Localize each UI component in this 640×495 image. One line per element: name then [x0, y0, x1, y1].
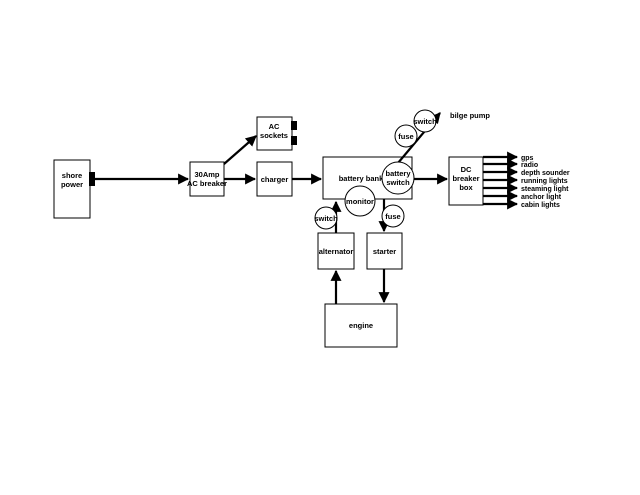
- alternator-box: alternator: [317, 232, 355, 270]
- dc-circuit-anchor-light: anchor light: [521, 194, 562, 201]
- ac-breaker-box: 30Amp AC breaker: [187, 161, 227, 197]
- ac-sockets-label-1: AC: [269, 122, 280, 131]
- dc-circuit-radio: radio: [521, 162, 538, 169]
- dc-breaker-label-2: breaker: [452, 174, 479, 183]
- ac-breaker-label-1: 30Amp: [194, 170, 219, 179]
- ac-sockets-box: AC sockets: [256, 116, 297, 151]
- dc-output-wires: [483, 151, 519, 210]
- monitor-circle: monitor: [344, 185, 376, 217]
- dc-breaker-label-3: box: [459, 183, 473, 192]
- starter-box: starter: [366, 232, 403, 270]
- bilge-pump-label: bilge pump: [450, 111, 490, 120]
- fuse-top-label: fuse: [398, 132, 413, 141]
- ac-breaker-label-2: AC breaker: [187, 179, 227, 188]
- dc-circuit-depth-sounder: depth sounder: [521, 170, 570, 177]
- charger-box: charger: [256, 161, 293, 197]
- shore-power-label-1: shore: [62, 171, 82, 180]
- dc-circuit-cabin-lights: cabin lights: [521, 202, 560, 209]
- battery-switch-label-2: switch: [386, 178, 410, 187]
- alternator-label: alternator: [319, 247, 354, 256]
- switch-alternator-label: switch: [314, 214, 338, 223]
- shore-power-box: shore power: [53, 159, 95, 219]
- fuse-top-circle: fuse: [394, 124, 418, 148]
- monitor-label: monitor: [346, 197, 374, 206]
- ac-sockets-label-2: sockets: [260, 131, 288, 140]
- switch-top-circle: switch: [413, 109, 437, 133]
- switch-alternator-circle: switch: [314, 206, 338, 230]
- switch-top-label: switch: [413, 117, 437, 126]
- charger-label: charger: [261, 175, 289, 184]
- dc-circuit-gps: gps: [521, 155, 534, 162]
- fuse-starter-label: fuse: [385, 212, 400, 221]
- battery-switch-circle: battery switch: [381, 161, 415, 195]
- dc-breaker-box: DC breaker box: [448, 156, 484, 206]
- engine-box: engine: [324, 303, 398, 348]
- starter-label: starter: [373, 247, 396, 256]
- fuse-starter-circle: fuse: [381, 204, 405, 228]
- engine-label: engine: [349, 321, 373, 330]
- dc-circuit-steaming-light: steaming light: [521, 186, 569, 193]
- breaker-to-sockets-wire: [223, 135, 257, 165]
- shore-power-label-2: power: [61, 180, 83, 189]
- battery-switch-label-1: battery: [385, 169, 411, 178]
- battery-bank-label: battery bank: [339, 174, 384, 183]
- dc-circuit-running-lights: running lights: [521, 178, 568, 185]
- dc-breaker-label-1: DC: [461, 165, 472, 174]
- dc-circuit-labels: gps radio depth sounder running lights s…: [521, 155, 570, 209]
